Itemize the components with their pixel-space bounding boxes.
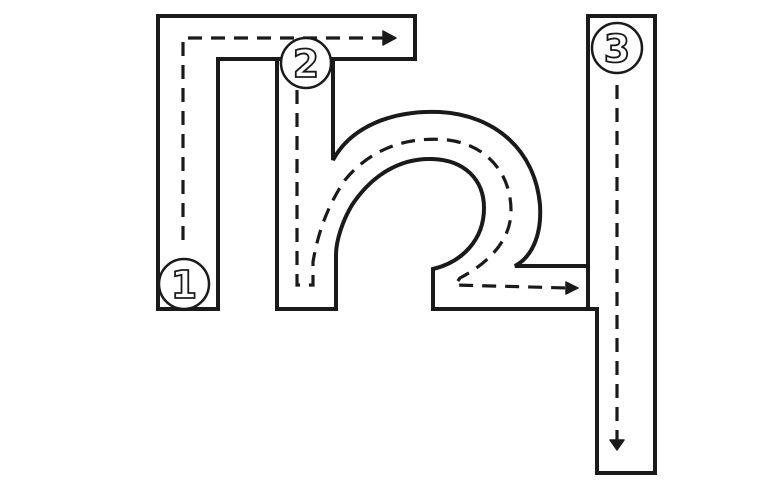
stroke-2-badge: 2 [279, 36, 333, 90]
stroke-1-arrow [382, 30, 397, 46]
stroke-3-road [586, 14, 657, 475]
badge-1-circle [157, 257, 211, 311]
badge-2-circle [279, 36, 333, 90]
stroke-1-badge: 1 [157, 257, 211, 311]
badge-3-circle [590, 21, 644, 75]
stroke-2-road [275, 57, 590, 311]
stroke-2-arrow [565, 281, 579, 295]
badge-1-number: 1 [171, 263, 197, 307]
stroke-2-guide [295, 90, 569, 290]
stroke-3-arrow [609, 439, 625, 451]
stroke-3-badge: 3 [590, 21, 644, 75]
badge-2-number: 2 [293, 42, 319, 86]
badge-3-number: 3 [604, 27, 630, 71]
